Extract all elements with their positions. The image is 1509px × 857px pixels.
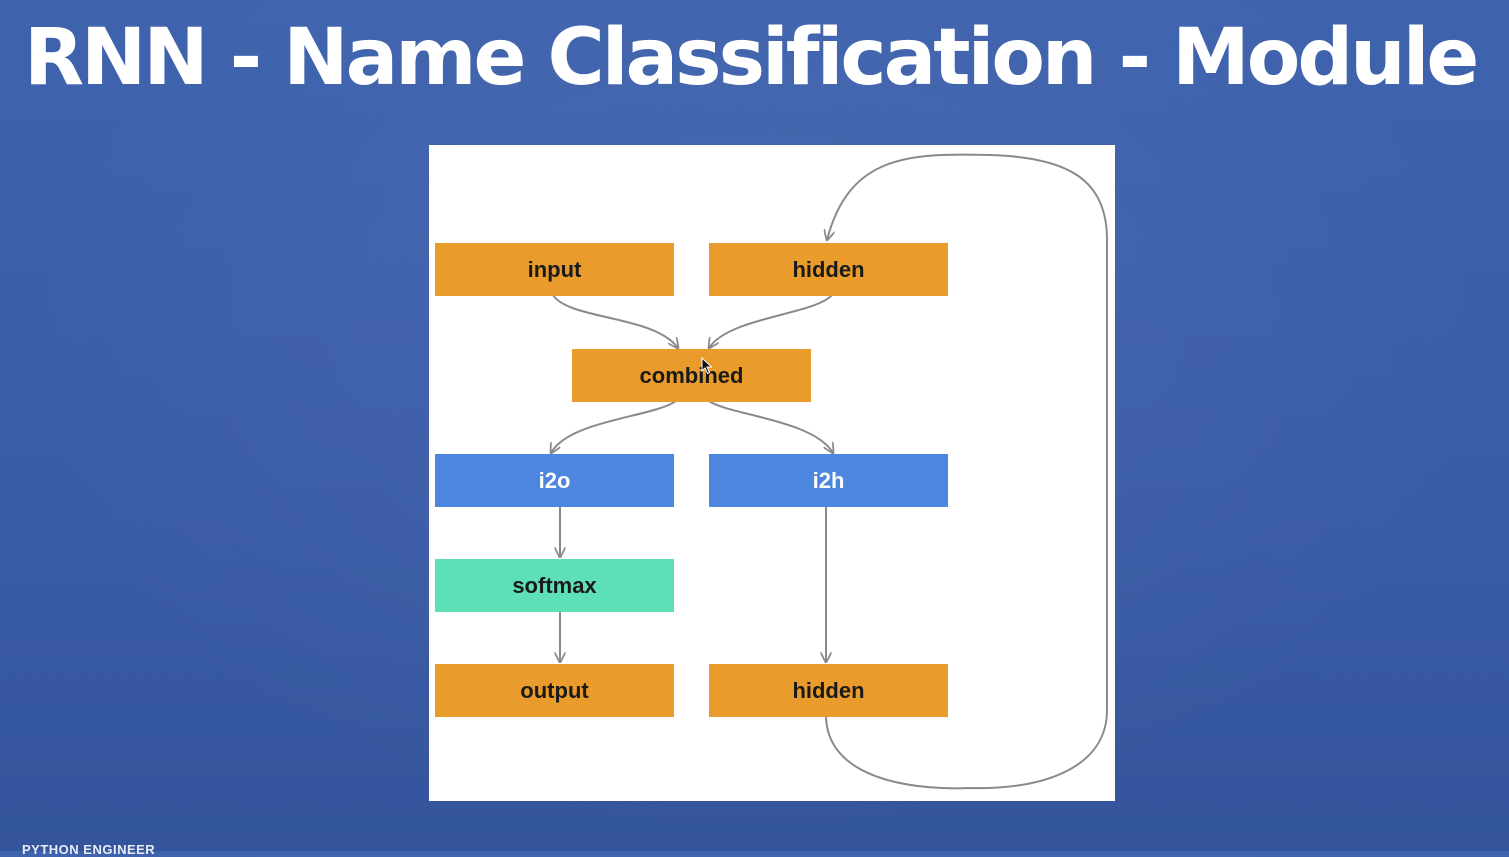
node-i2o: i2o bbox=[435, 454, 674, 507]
node-hidden-out-label: hidden bbox=[792, 677, 865, 703]
node-output-label: output bbox=[520, 677, 589, 703]
diagram-panel: input hidden combined i2o i2h softmax ou… bbox=[429, 145, 1115, 801]
node-hidden-in: hidden bbox=[709, 243, 948, 296]
node-combined-label: combined bbox=[639, 362, 744, 388]
node-output: output bbox=[435, 664, 674, 717]
node-i2o-label: i2o bbox=[538, 467, 571, 493]
node-hidden-out: hidden bbox=[709, 664, 948, 717]
edge-input-to-combined bbox=[552, 294, 678, 348]
node-hidden-in-label: hidden bbox=[792, 256, 865, 282]
node-i2h: i2h bbox=[709, 454, 948, 507]
diagram-edges bbox=[429, 153, 1108, 790]
edge-hidden-to-combined bbox=[709, 294, 833, 348]
edge-combined-to-i2o bbox=[551, 400, 677, 453]
edge-combined-to-i2h bbox=[708, 400, 833, 453]
node-softmax: softmax bbox=[435, 559, 674, 612]
node-input-label: input bbox=[527, 256, 582, 282]
node-softmax-label: softmax bbox=[512, 572, 597, 598]
node-i2h-label: i2h bbox=[812, 467, 845, 493]
edge-hidden-loop-back bbox=[826, 153, 1108, 790]
mouse-cursor-icon bbox=[701, 357, 713, 375]
node-combined: combined bbox=[572, 349, 811, 402]
slide-title: RNN - Name Classification - Module bbox=[24, 13, 1479, 103]
node-input: input bbox=[435, 243, 674, 296]
footer-brand: PYTHON ENGINEER bbox=[22, 842, 156, 857]
